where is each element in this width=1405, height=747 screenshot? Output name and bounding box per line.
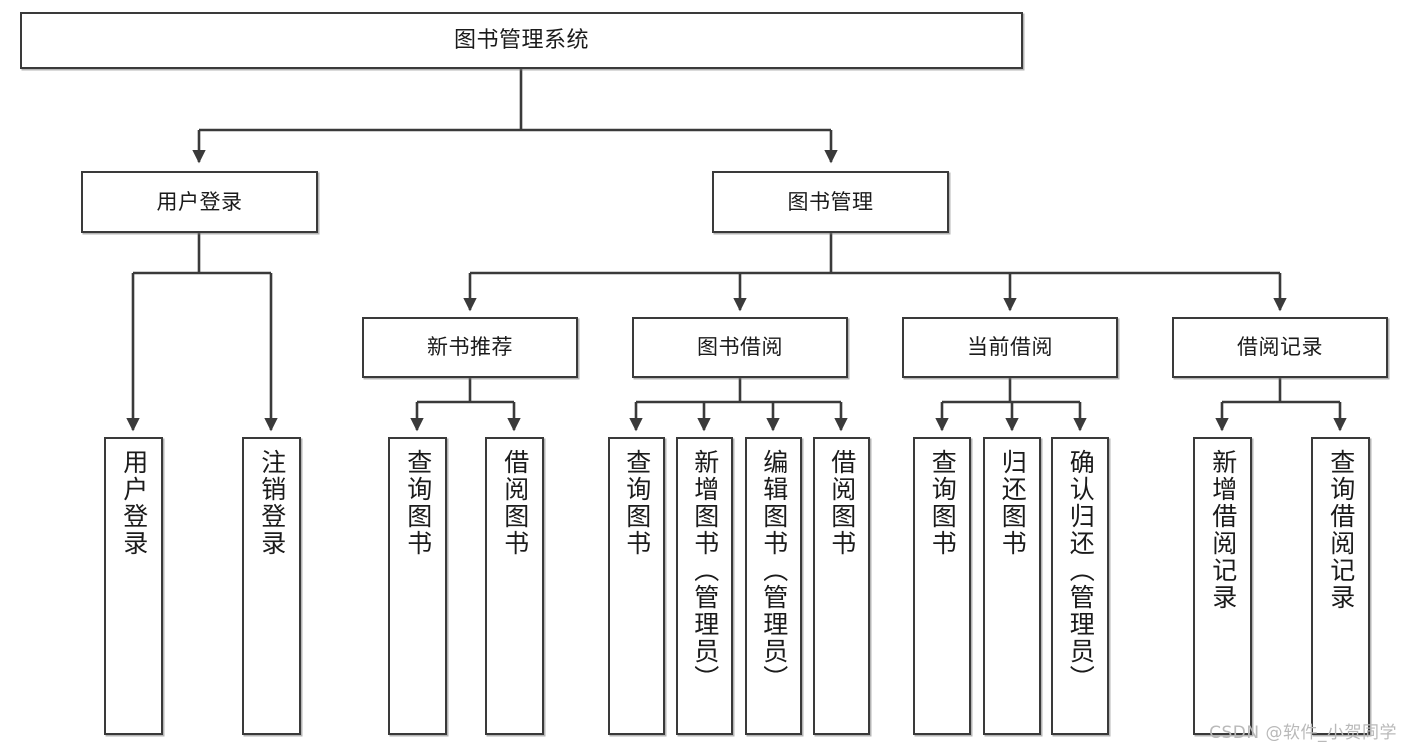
leaf-record-add-borrow-record[interactable]: 新增借阅记录 — [1193, 437, 1252, 735]
node-label: 查询借阅记录 — [1326, 449, 1356, 611]
leaf-current-borrow-confirm-return-admin[interactable]: 确认归还（管理员） — [1051, 437, 1109, 735]
leaf-book-borrow-borrow-book[interactable]: 借阅图书 — [813, 437, 870, 735]
leaf-new-book-query-book[interactable]: 查询图书 — [388, 437, 447, 735]
node-label: 用户登录 — [156, 189, 243, 214]
leaf-book-borrow-query-book[interactable]: 查询图书 — [608, 437, 665, 735]
node-label: 查询图书 — [403, 449, 433, 557]
node-label: 当前借阅 — [967, 335, 1053, 360]
leaf-current-borrow-query-book[interactable]: 查询图书 — [913, 437, 971, 735]
node-root-book-management-system[interactable]: 图书管理系统 — [20, 12, 1023, 69]
node-label: 新增借阅记录 — [1208, 449, 1238, 611]
csdn-watermark: CSDN @软件_小贺同学 — [1209, 723, 1397, 743]
node-label: 编辑图书（管理员） — [759, 449, 789, 692]
leaf-record-query-borrow-record[interactable]: 查询借阅记录 — [1311, 437, 1370, 735]
node-user-login[interactable]: 用户登录 — [81, 171, 318, 233]
node-current-borrowing[interactable]: 当前借阅 — [902, 317, 1118, 378]
node-label: 借阅图书 — [500, 449, 530, 557]
node-label: 图书管理系统 — [453, 27, 589, 53]
node-label: 借阅图书 — [827, 449, 857, 557]
node-label: 注销登录 — [257, 449, 287, 557]
node-borrowing-records[interactable]: 借阅记录 — [1172, 317, 1388, 378]
leaf-user-login-logout[interactable]: 注销登录 — [242, 437, 301, 735]
leaf-new-book-borrow-book[interactable]: 借阅图书 — [485, 437, 544, 735]
node-label: 图书管理 — [787, 189, 874, 214]
node-label: 新增图书（管理员） — [690, 449, 720, 692]
leaf-book-borrow-edit-book-admin[interactable]: 编辑图书（管理员） — [745, 437, 802, 735]
leaf-user-login-login[interactable]: 用户登录 — [104, 437, 163, 735]
node-book-borrowing[interactable]: 图书借阅 — [632, 317, 848, 378]
node-label: 新书推荐 — [427, 335, 513, 360]
node-new-book-recommendation[interactable]: 新书推荐 — [362, 317, 578, 378]
node-label: 查询图书 — [622, 449, 652, 557]
node-book-management[interactable]: 图书管理 — [712, 171, 949, 233]
node-label: 确认归还（管理员） — [1066, 449, 1096, 692]
node-label: 用户登录 — [119, 449, 149, 557]
node-label: 查询图书 — [928, 449, 958, 557]
leaf-current-borrow-return-book[interactable]: 归还图书 — [983, 437, 1041, 735]
node-label: 图书借阅 — [697, 335, 783, 360]
leaf-book-borrow-add-book-admin[interactable]: 新增图书（管理员） — [676, 437, 733, 735]
node-label: 归还图书 — [998, 449, 1028, 557]
node-label: 借阅记录 — [1237, 335, 1323, 360]
